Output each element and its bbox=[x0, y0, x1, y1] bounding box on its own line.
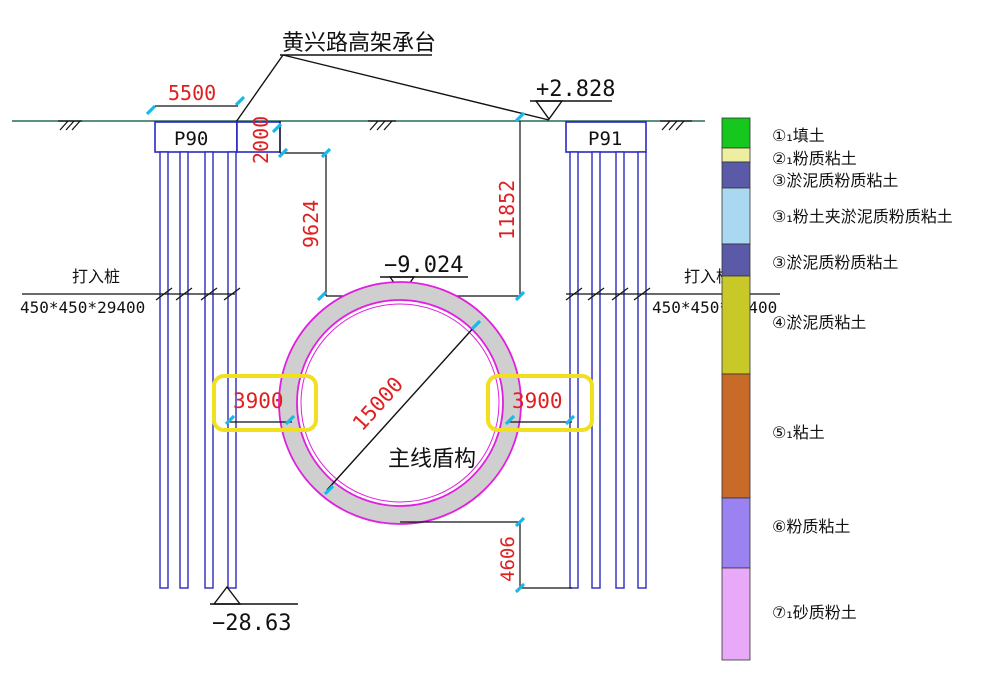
tunnel-ring bbox=[279, 282, 521, 524]
highlight-box-right bbox=[486, 374, 594, 432]
soil-layer-swatch bbox=[721, 161, 751, 189]
pile bbox=[637, 151, 647, 589]
pile bbox=[204, 151, 214, 589]
soil-layer-swatch bbox=[721, 373, 751, 499]
elev-tunnel-label: −9.024 bbox=[384, 253, 463, 278]
elev-top-label: +2.828 bbox=[536, 77, 615, 102]
pile-left-title: 打入桩 bbox=[72, 267, 120, 286]
soil-layer-swatch bbox=[721, 117, 751, 149]
dimension-tick bbox=[504, 414, 516, 426]
pier-cap-p90 bbox=[154, 121, 238, 153]
dimension-tick bbox=[514, 111, 526, 123]
title-label: 黄兴路高架承台 bbox=[282, 31, 436, 56]
dim-diameter-line bbox=[326, 324, 477, 491]
pile bbox=[615, 151, 625, 589]
soil-layer-label: ②₁粉质粘土 bbox=[772, 149, 857, 168]
soil-layer-swatch bbox=[721, 147, 751, 163]
pile bbox=[227, 151, 237, 589]
soil-layer-label: ⑤₁粘土 bbox=[772, 423, 825, 442]
pile-right-spec: 450*450*29400 bbox=[652, 298, 777, 317]
dim-right-depth: 11852 bbox=[495, 180, 519, 240]
tunnel-ring-inner bbox=[296, 299, 504, 507]
ground-hatch bbox=[58, 120, 692, 131]
dimension-tick bbox=[271, 122, 283, 134]
soil-layer-label: ⑦₁砂质粉土 bbox=[772, 603, 857, 622]
dimension-tick bbox=[514, 516, 526, 528]
dimension-tick bbox=[145, 104, 157, 116]
dim-cap-width: 5500 bbox=[168, 81, 216, 105]
soil-layer-swatch bbox=[721, 243, 751, 277]
pile bbox=[591, 151, 601, 589]
tunnel-ring-outer bbox=[278, 281, 522, 525]
soil-layer-swatch bbox=[721, 567, 751, 661]
dimension-tick bbox=[323, 484, 335, 496]
pile bbox=[179, 151, 189, 589]
soil-layer-label: ①₁填土 bbox=[772, 126, 825, 145]
soil-layer-label: ⑥粉质粘土 bbox=[772, 517, 850, 536]
soil-layer-label: ③淤泥质粉质粘土 bbox=[772, 253, 898, 272]
soil-layer-swatch bbox=[721, 497, 751, 569]
pier-label-p91: P91 bbox=[588, 128, 622, 150]
dim-bottom-gap: 4606 bbox=[497, 536, 519, 582]
highlight-box-left bbox=[212, 374, 318, 432]
dimension-tick bbox=[277, 147, 289, 159]
dimension-tick bbox=[316, 290, 328, 302]
pier-label-p90: P90 bbox=[174, 128, 208, 150]
tunnel-label: 主线盾构 bbox=[388, 447, 476, 472]
dimension-tick bbox=[564, 414, 576, 426]
pile bbox=[569, 151, 579, 589]
title-leader-right bbox=[282, 54, 550, 121]
dimension-tick bbox=[284, 414, 296, 426]
dim-left-depth: 9624 bbox=[299, 200, 323, 248]
pile-right-title: 打入桩 bbox=[684, 267, 732, 286]
dim-clear-left: 3900 bbox=[233, 389, 284, 413]
dimension-ticks bbox=[145, 95, 576, 594]
dim-diameter: 15000 bbox=[348, 372, 408, 435]
soil-layer-label: ④淤泥质粘土 bbox=[772, 313, 866, 332]
soil-layer-label: ③₁粉土夹淤泥质粉质粘土 bbox=[772, 207, 953, 226]
elev-top-triangle bbox=[534, 100, 564, 121]
soil-layer-swatch bbox=[721, 187, 751, 245]
soil-layer-swatch bbox=[721, 275, 751, 375]
elev-bottom-triangle bbox=[212, 585, 242, 605]
elev-bottom-label: −28.63 bbox=[212, 611, 291, 636]
dimension-tick bbox=[224, 414, 236, 426]
pile-group bbox=[155, 151, 651, 589]
dim-clear-right: 3900 bbox=[512, 389, 563, 413]
dimension-tick bbox=[234, 95, 246, 107]
pile bbox=[159, 151, 169, 589]
title-leader-left bbox=[235, 54, 284, 123]
pier-cap-p91 bbox=[565, 121, 647, 153]
dimension-tick bbox=[320, 147, 332, 159]
dim-cap-height: 2000 bbox=[249, 116, 273, 164]
tunnel-ring-innermost bbox=[300, 303, 500, 503]
soil-column: ①₁填土 ②₁粉质粘土 ③淤泥质粉质粘土 ③₁粉土夹淤泥质粉质粘土 ③淤泥质粉质粘土 ④淤… bbox=[721, 117, 953, 661]
dimension-tick bbox=[470, 319, 482, 331]
dimension-tick bbox=[514, 290, 526, 302]
soil-layer-label: ③淤泥质粉质粘土 bbox=[772, 171, 898, 190]
pile-left-spec: 450*450*29400 bbox=[20, 298, 145, 317]
dimension-tick bbox=[514, 582, 526, 594]
